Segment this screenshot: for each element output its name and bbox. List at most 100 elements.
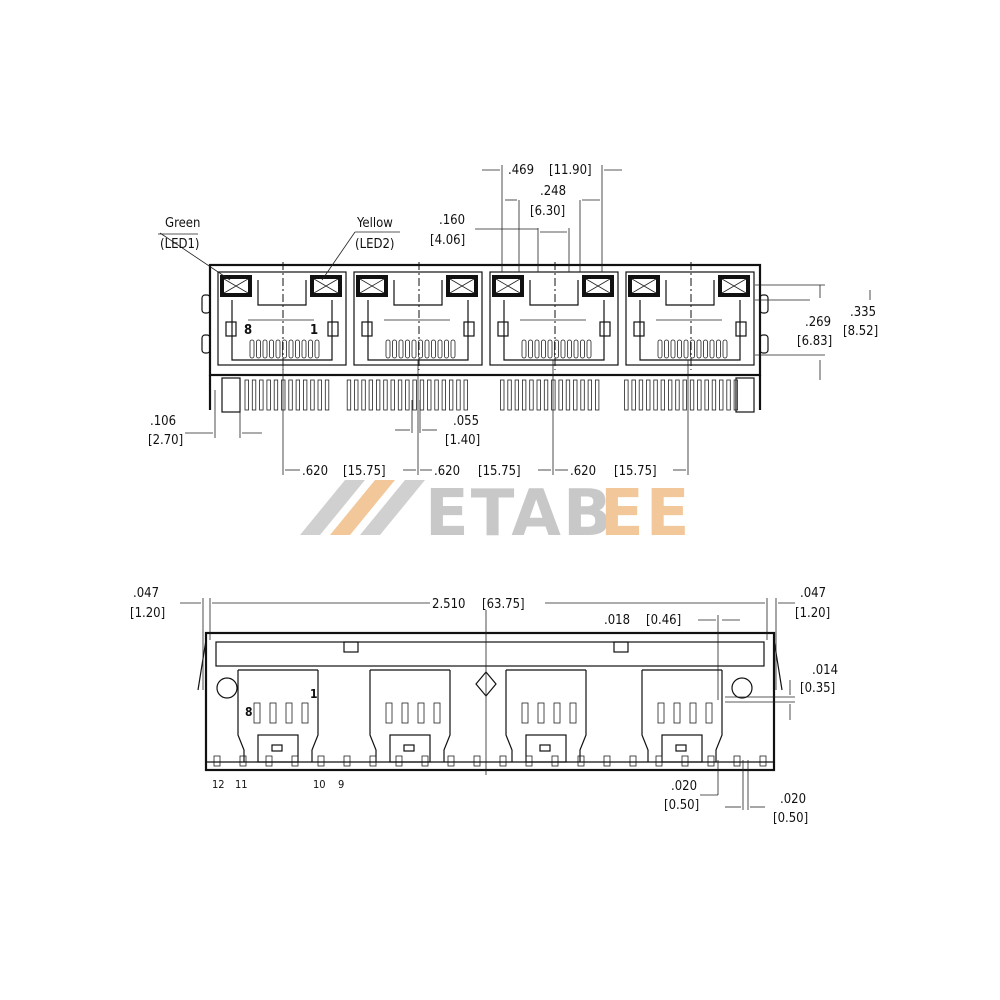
contact — [424, 339, 430, 359]
pcb-pin — [646, 379, 651, 411]
connector-body-bottom — [204, 631, 776, 772]
contact — [657, 702, 665, 724]
port-outline — [489, 271, 619, 366]
contact — [664, 339, 669, 359]
dim-020-b: .020 — [780, 792, 806, 807]
solder-pin — [577, 755, 585, 767]
pcb-pin — [682, 379, 687, 411]
dim-106: .106 — [150, 414, 176, 429]
pcb-pin — [251, 379, 257, 411]
solder-pin — [395, 755, 403, 767]
port-outline — [625, 271, 755, 366]
solder-pin — [369, 755, 377, 767]
pin-10-label: 10 — [313, 778, 326, 791]
contact — [385, 702, 393, 724]
dim-469-mm: [11.90] — [549, 163, 592, 178]
contact — [256, 339, 261, 359]
top-rail — [215, 641, 765, 667]
contact — [401, 702, 409, 724]
pcb-pin — [704, 379, 709, 411]
contact — [437, 339, 443, 359]
pcb-pin — [441, 379, 447, 411]
contact — [392, 339, 397, 359]
dim-269: .269 — [805, 315, 831, 330]
pin-11-label: 11 — [235, 778, 248, 791]
solder-pin — [447, 755, 455, 767]
solder-pin — [213, 755, 221, 767]
pcb-pin — [631, 379, 636, 411]
green-led-label: Green — [165, 216, 200, 231]
pcb-pin — [638, 379, 644, 411]
pcb-pin — [295, 379, 301, 411]
contact — [547, 339, 553, 359]
pcb-pin — [266, 379, 271, 411]
solder-pin — [473, 755, 481, 767]
pcb-pin — [375, 379, 381, 411]
solder-pin — [239, 755, 247, 767]
dim-pitch-3: .620 — [570, 464, 596, 479]
pcb-pin — [427, 379, 432, 411]
green-led-id: (LED1) — [160, 237, 199, 252]
solder-pin — [317, 755, 325, 767]
contact — [541, 339, 546, 359]
pcb-pin — [580, 379, 585, 411]
contact — [586, 339, 592, 359]
solder-pin — [681, 755, 689, 767]
pcb-pin — [390, 379, 395, 411]
contact — [269, 339, 274, 359]
dim-014: .014 — [812, 663, 838, 678]
contact — [262, 339, 268, 359]
bottom-pin-1-label: 1 — [310, 687, 318, 701]
contact — [573, 339, 579, 359]
svg-text:ETAB: ETAB — [425, 477, 614, 551]
pcb-pin — [668, 379, 673, 411]
dim-pitch-3-mm: [15.75] — [614, 464, 657, 479]
pcb-pin — [361, 379, 366, 411]
contact — [709, 339, 715, 359]
pcb-pin — [244, 379, 249, 411]
pin-12-label: 12 — [212, 778, 225, 791]
pcb-pin — [259, 379, 264, 411]
pcb-pin — [302, 379, 308, 411]
contact — [722, 339, 728, 359]
pcb-pin — [522, 379, 527, 411]
top-dimension-lines — [158, 165, 871, 475]
contact — [417, 702, 425, 724]
rj45-port-top-2 — [353, 262, 483, 370]
contact — [534, 339, 540, 359]
pcb-pin — [543, 379, 549, 411]
pcb-pin — [660, 379, 665, 411]
solder-pin — [629, 755, 637, 767]
dim-014-mm: [0.35] — [800, 681, 835, 696]
pcb-pin — [536, 379, 541, 411]
dim-pitch-2-mm: [15.75] — [478, 464, 521, 479]
connector-body-top — [208, 263, 762, 377]
solder-pin — [603, 755, 611, 767]
solder-pin — [291, 755, 299, 767]
contact — [560, 339, 566, 359]
dim-055-mm: [1.40] — [445, 433, 480, 448]
pcb-pin — [514, 379, 519, 411]
rj45-port-bottom-3 — [505, 669, 587, 763]
contact — [314, 339, 320, 359]
pcb-pin — [419, 379, 425, 411]
watermark-logo: ETAB EE — [300, 477, 689, 551]
pcb-pin — [689, 379, 695, 411]
bottom-pin-8-label: 8 — [245, 705, 253, 719]
dim-047-right-mm: [1.20] — [795, 606, 830, 621]
rj45-port-top-1 — [217, 262, 347, 370]
dim-pitch-1: .620 — [302, 464, 328, 479]
dim-2510-mm: [63.75] — [482, 597, 525, 612]
pcb-pin — [463, 379, 468, 411]
yellow-led-label: Yellow — [356, 216, 393, 231]
pcb-pin — [317, 379, 322, 411]
pcb-pin — [565, 379, 571, 411]
pcb-pin — [273, 379, 279, 411]
pcb-pin — [726, 379, 731, 411]
solder-pin — [551, 755, 559, 767]
contact — [537, 702, 545, 724]
contact — [716, 339, 721, 359]
dim-269-mm: [6.83] — [797, 334, 832, 349]
solder-pin — [499, 755, 507, 767]
